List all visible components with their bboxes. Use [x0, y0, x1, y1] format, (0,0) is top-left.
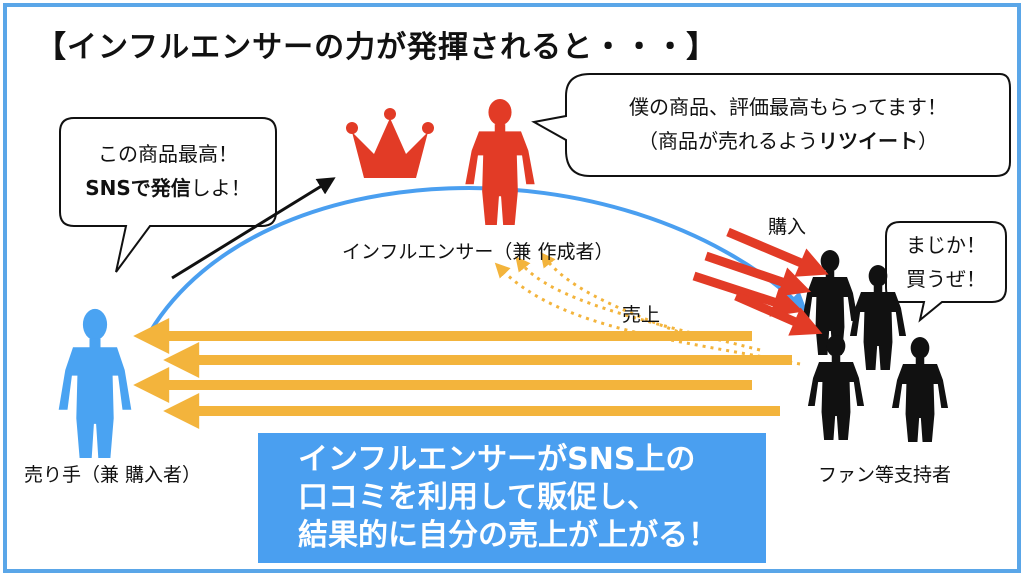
share-arrow	[171, 177, 336, 280]
influencer-bubble-suffix: ）	[918, 129, 938, 153]
fan-person-icon	[891, 337, 949, 442]
seller-bubble-bold: SNSで発信	[85, 176, 191, 200]
banner-line3: 結果的に自分の売上が上がる！	[298, 518, 718, 553]
page-title: 【インフルエンサーの力が発揮されると・・・】	[36, 30, 718, 65]
influencer-label: インフルエンサー（兼 作成者）	[342, 241, 614, 263]
banner-line2: 口コミを利用して販促し、	[298, 480, 658, 515]
sales-label: 売上	[622, 304, 661, 326]
fans-label: ファン等支持者	[818, 464, 952, 486]
influencer-bubble-line2: （商品が売れるようリツイート）	[566, 124, 1010, 158]
seller-bubble-rest: しよ！	[190, 176, 251, 200]
purchase-label: 購入	[768, 216, 807, 238]
influencer-bubble-line1: 僕の商品、評価最高もらってます！	[629, 95, 947, 119]
summary-banner: インフルエンサーがSNS上の 口コミを利用して販促し、 結果的に自分の売上が上が…	[258, 433, 766, 563]
crown-icon	[346, 108, 434, 178]
influencer-bubble-bold: リツイート	[818, 129, 918, 153]
influencer-speech-bubble	[531, 73, 1011, 177]
recommendation-curve	[148, 186, 808, 334]
seller-label: 売り手（兼 購入者）	[24, 464, 202, 486]
fan-bubble-text: まじか！ 買うぜ！	[886, 228, 1006, 296]
purchase-arrows	[692, 227, 829, 336]
fan-bubble-line2: 買うぜ！	[906, 267, 986, 291]
fan-bubble-line1: まじか！	[906, 233, 986, 257]
payment-arrows	[133, 318, 792, 429]
influencer-bubble-prefix: （商品が売れるよう	[638, 129, 818, 153]
seller-person-icon	[58, 308, 132, 458]
seller-bubble-text: この商品最高！ SNSで発信しよ！	[60, 137, 276, 205]
seller-bubble-line1: この商品最高！	[98, 142, 238, 166]
fan-person-icon	[807, 335, 865, 440]
seller-bubble-line2: SNSで発信しよ！	[60, 171, 276, 205]
fan-speech-bubble	[885, 221, 1007, 323]
banner-line1: インフルエンサーがSNS上の	[298, 442, 696, 477]
influencer-bubble-text: 僕の商品、評価最高もらってます！ （商品が売れるようリツイート）	[566, 90, 1010, 158]
influencer-person-icon	[465, 98, 535, 225]
